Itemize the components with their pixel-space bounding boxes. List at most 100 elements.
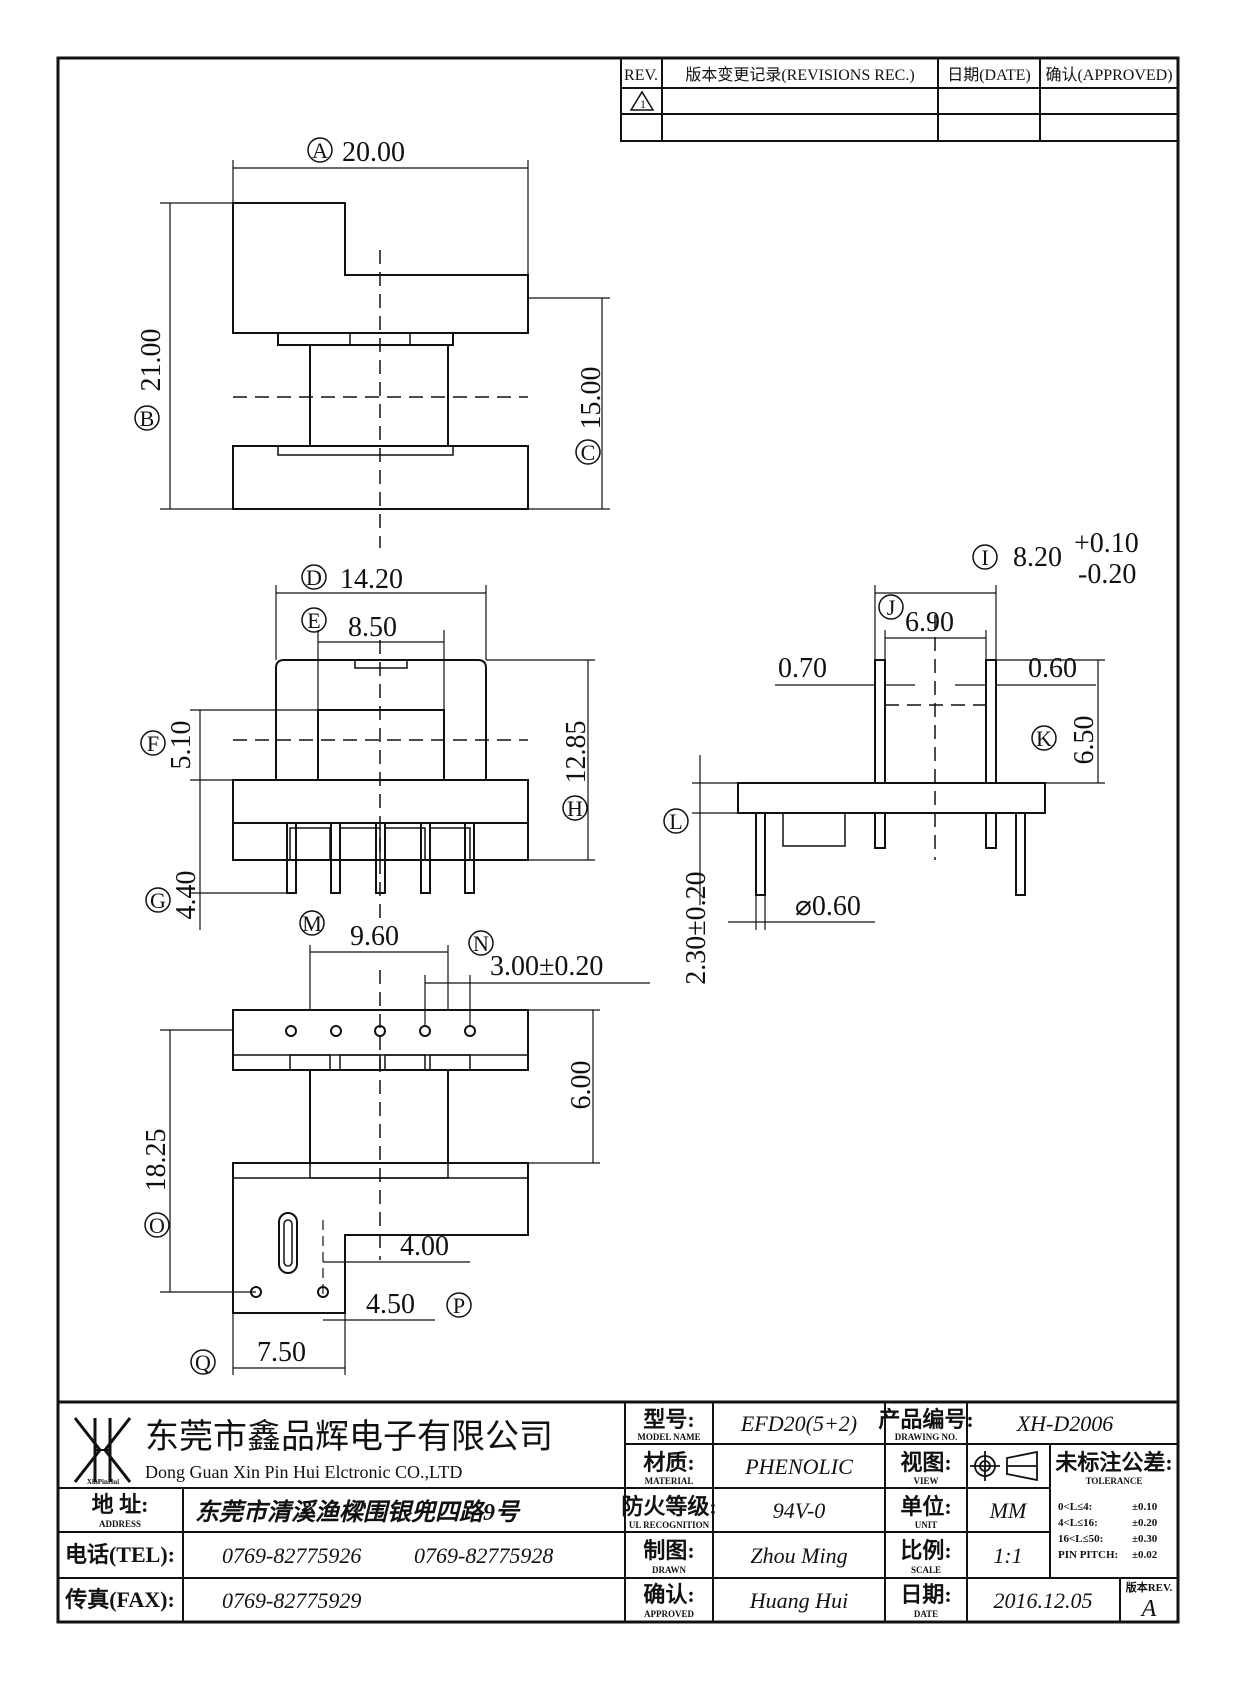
dim-L-value: 2.30±0.20: [681, 871, 712, 984]
title-block: XinPinHui 东莞市鑫品辉电子有限公司 Dong Guan Xin Pin…: [58, 1400, 1178, 1622]
fax-label: 传真(FAX):: [64, 1587, 175, 1612]
tolerance-sub: TOLERANCE: [1086, 1476, 1143, 1486]
tel-value-1: 0769-82775926: [222, 1543, 361, 1568]
svg-text:P: P: [453, 1293, 465, 1318]
svg-text:G: G: [150, 888, 166, 913]
svg-text:A: A: [312, 138, 328, 163]
dim-I-value: 8.20: [1013, 542, 1062, 573]
approved-value: Huang Hui: [749, 1588, 848, 1613]
pin-hole: [419, 1025, 431, 1037]
rev-col-date: 日期(DATE): [947, 66, 1031, 84]
dim-pin-dia-value: ⌀0.60: [795, 891, 861, 922]
ul-value: 94V-0: [773, 1498, 826, 1523]
dim-I-tol-minus: -0.20: [1078, 559, 1136, 590]
svg-text:H: H: [567, 796, 583, 821]
dim-marker-C: C: [575, 439, 601, 465]
dim-offset-value: 4.00: [400, 1231, 449, 1262]
dim-marker-I: I: [972, 544, 998, 570]
dim-wall-left-value: 0.70: [778, 653, 827, 684]
svg-text:C: C: [581, 440, 596, 465]
ul-label: 防火等级:: [621, 1494, 716, 1519]
dim-marker-L: L: [663, 808, 689, 834]
company-logo: XinPinHui: [73, 1417, 132, 1486]
front-view: D 14.20 E 8.50 F 5.10 G 4.40: [140, 564, 595, 930]
projection-symbol-icon: [970, 1450, 1038, 1482]
svg-text:XinPinHui: XinPinHui: [87, 1478, 119, 1486]
dim-marker-N: N: [468, 930, 494, 956]
drawn-sub: DRAWN: [652, 1565, 687, 1575]
dim-marker-H: H: [562, 795, 588, 821]
pin: [464, 822, 475, 894]
pin: [286, 822, 297, 894]
dim-G-value: 4.40: [171, 871, 202, 920]
pin-hole: [330, 1025, 342, 1037]
dim-P-value: 4.50: [366, 1289, 415, 1320]
dim-marker-O: O: [144, 1212, 170, 1238]
address-sub: ADDRESS: [99, 1519, 141, 1529]
material-sub: MATERIAL: [645, 1476, 694, 1486]
sheet-border: [56, 56, 1180, 1624]
bottom-view: M 9.60 N 3.00±0.20 6.00 O 18.25 4.00 4.5…: [141, 910, 650, 1375]
top-view: A 20.00 B 21.00 C 15.00: [134, 137, 610, 548]
drawing-no-sub: DRAWING NO.: [895, 1432, 958, 1442]
rev-col-rev: REV.: [624, 67, 658, 84]
material-value: PHENOLIC: [744, 1454, 853, 1479]
svg-text:Q: Q: [195, 1350, 211, 1375]
dim-M-value: 9.60: [350, 921, 399, 952]
rev-col-approved: 确认(APPROVED): [1045, 66, 1172, 84]
dim-H-value: 12.85: [561, 721, 592, 784]
pin: [755, 812, 766, 896]
dim-I-tol-plus: +0.10: [1074, 528, 1139, 559]
address-value: 东莞市清溪渔樑围银兜四路9号: [195, 1499, 521, 1526]
unit-label: 单位:: [900, 1494, 951, 1519]
view-label: 视图:: [900, 1450, 951, 1475]
pin-hole: [285, 1025, 297, 1037]
dim-marker-M: M: [299, 910, 325, 936]
approved-label: 确认:: [643, 1582, 694, 1607]
pin: [330, 822, 341, 894]
dim-B-value: 21.00: [136, 329, 167, 392]
tolerance-label: 未标注公差:: [1055, 1450, 1172, 1475]
svg-text:±0.02: ±0.02: [1132, 1549, 1158, 1561]
drawn-value: Zhou Ming: [750, 1543, 847, 1568]
svg-text:±0.20: ±0.20: [1132, 1517, 1158, 1529]
dim-marker-K: K: [1031, 725, 1057, 751]
dim-marker-D: D: [301, 564, 327, 590]
rev-label: 版本REV.: [1126, 1580, 1173, 1594]
drawing-no-value: XH-D2006: [1016, 1411, 1114, 1436]
side-view: I 8.20 +0.10 -0.20 J 6.90 0.70 0.60 K 6.…: [663, 528, 1139, 985]
tel-label: 电话(TEL):: [65, 1542, 175, 1567]
address-label: 地 址:: [92, 1492, 149, 1517]
dim-C-value: 15.00: [576, 367, 607, 430]
dim-A-value: 20.00: [342, 137, 405, 168]
dim-marker-E: E: [301, 607, 327, 633]
svg-text:L: L: [669, 809, 682, 834]
company-name-en: Dong Guan Xin Pin Hui Elctronic CO.,LTD: [145, 1462, 462, 1482]
scale-label: 比例:: [900, 1538, 951, 1563]
ul-sub: UL RECOGNITION: [629, 1520, 710, 1530]
unit-sub: UNIT: [915, 1520, 938, 1530]
pin: [1015, 812, 1026, 896]
svg-text:PIN PITCH:: PIN PITCH:: [1058, 1549, 1118, 1561]
revision-triangle-icon: 1: [629, 90, 655, 111]
dim-F-value: 5.10: [166, 721, 197, 770]
tolerance-table: 0<L≤4: ±0.10 4<L≤16: ±0.20 16<L≤50: ±0.3…: [1058, 1501, 1158, 1561]
date-label: 日期:: [900, 1582, 951, 1607]
svg-text:16<L≤50:: 16<L≤50:: [1058, 1533, 1103, 1545]
dim-marker-Q: Q: [190, 1349, 216, 1375]
dim-K-value: 6.50: [1069, 716, 1100, 765]
view-sub: VIEW: [913, 1476, 938, 1486]
model-label: 型号:: [643, 1407, 694, 1432]
date-sub: DATE: [914, 1609, 938, 1619]
dim-width-value: 6.00: [566, 1061, 597, 1110]
revision-table: REV. 版本变更记录(REVISIONS REC.) 日期(DATE) 确认(…: [620, 57, 1179, 142]
svg-text:F: F: [147, 731, 159, 756]
svg-text:±0.30: ±0.30: [1132, 1533, 1158, 1545]
svg-text:M: M: [302, 911, 322, 936]
svg-text:K: K: [1036, 726, 1052, 751]
svg-text:4<L≤16:: 4<L≤16:: [1058, 1517, 1098, 1529]
drawn-label: 制图:: [643, 1538, 694, 1563]
pin-hole: [464, 1025, 476, 1037]
dim-marker-J: J: [878, 594, 904, 620]
